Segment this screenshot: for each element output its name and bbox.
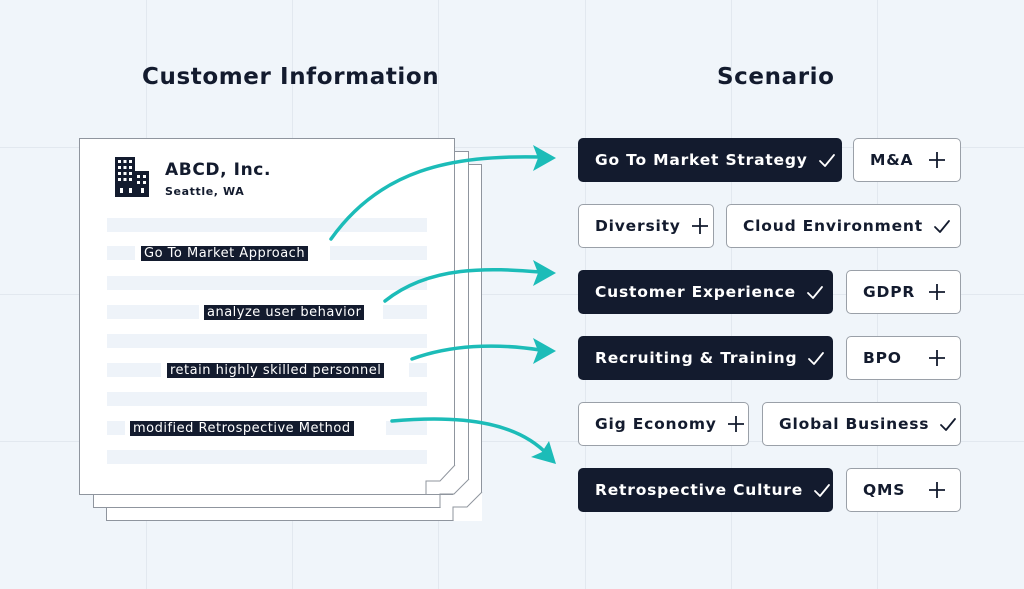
- text-line-placeholder: [386, 421, 427, 435]
- scenario-chip[interactable]: Recruiting & Training: [578, 336, 833, 380]
- highlight-phrase: Go To Market Approach: [141, 246, 309, 261]
- highlight-phrase: retain highly skilled personnel: [167, 363, 385, 378]
- text-line-placeholder: [107, 246, 135, 260]
- scenario-chip[interactable]: Cloud Environment: [726, 204, 961, 248]
- text-line-placeholder: [107, 305, 199, 319]
- scenario-chip[interactable]: Go To Market Strategy: [578, 138, 842, 182]
- scenario-chip-label: BPO: [863, 349, 902, 367]
- scenario-chip[interactable]: GDPR: [846, 270, 961, 314]
- text-line-placeholder: [107, 421, 125, 435]
- check-icon: [808, 352, 825, 365]
- building-icon: [115, 157, 149, 197]
- highlight-phrase: analyze user behavior: [204, 305, 365, 320]
- scenario-chip[interactable]: BPO: [846, 336, 961, 380]
- customer-information-title: Customer Information: [142, 64, 440, 90]
- scenario-chip-label: Go To Market Strategy: [595, 151, 808, 169]
- check-icon: [818, 154, 835, 167]
- arrowhead-3: [533, 338, 556, 364]
- scenario-title: Scenario: [717, 64, 835, 90]
- grid-line: [0, 147, 1024, 148]
- check-icon: [807, 286, 823, 299]
- scenario-chip-label: Diversity: [595, 217, 681, 235]
- check-icon: [814, 484, 830, 497]
- scenario-chip[interactable]: QMS: [846, 468, 961, 512]
- plus-icon: [691, 218, 708, 234]
- scenario-chip-label: QMS: [863, 481, 906, 499]
- text-line-placeholder: [107, 392, 427, 406]
- text-line-placeholder: [107, 363, 161, 377]
- highlight-phrase: modified Retrospective Method: [130, 421, 354, 436]
- text-line-placeholder: [383, 305, 427, 319]
- scenario-chip-label: Recruiting & Training: [595, 349, 798, 367]
- connector-arrow-1: [329, 155, 542, 241]
- text-line-placeholder: [107, 334, 427, 348]
- scenario-chip-label: Retrospective Culture: [595, 481, 804, 499]
- plus-icon: [929, 284, 945, 300]
- arrowhead-4: [531, 441, 556, 464]
- scenario-chip[interactable]: Gig Economy: [578, 402, 749, 446]
- arrowhead-1: [533, 145, 556, 171]
- scenario-chip-label: Cloud Environment: [743, 217, 923, 235]
- plus-icon: [929, 152, 945, 168]
- scenario-chip[interactable]: Diversity: [578, 204, 714, 248]
- text-line-placeholder: [107, 450, 427, 464]
- scenario-chip[interactable]: Customer Experience: [578, 270, 833, 314]
- scenario-chip-label: GDPR: [863, 283, 916, 301]
- plus-icon: [727, 416, 744, 432]
- connector-arrow-2: [383, 267, 542, 303]
- company-name: ABCD, Inc.: [165, 160, 272, 180]
- connector-arrow-3: [410, 344, 542, 361]
- plus-icon: [929, 482, 945, 498]
- arrowhead-2: [533, 260, 556, 286]
- scenario-chip[interactable]: M&A: [853, 138, 961, 182]
- text-line-placeholder: [409, 363, 427, 377]
- check-icon: [934, 220, 950, 233]
- scenario-chip-label: Global Business: [779, 415, 930, 433]
- check-icon: [940, 418, 957, 431]
- company-location: Seattle, WA: [165, 185, 245, 198]
- scenario-chip[interactable]: Global Business: [762, 402, 961, 446]
- plus-icon: [929, 350, 945, 366]
- scenario-chip-label: Customer Experience: [595, 283, 796, 301]
- grid-line: [0, 441, 1024, 442]
- connector-arrow-4: [390, 417, 550, 457]
- scenario-chip[interactable]: Retrospective Culture: [578, 468, 833, 512]
- text-line-placeholder: [330, 246, 427, 260]
- scenario-chip-label: Gig Economy: [595, 415, 717, 433]
- scenario-chip-label: M&A: [870, 151, 914, 169]
- text-line-placeholder: [107, 276, 427, 290]
- grid-line: [0, 294, 1024, 295]
